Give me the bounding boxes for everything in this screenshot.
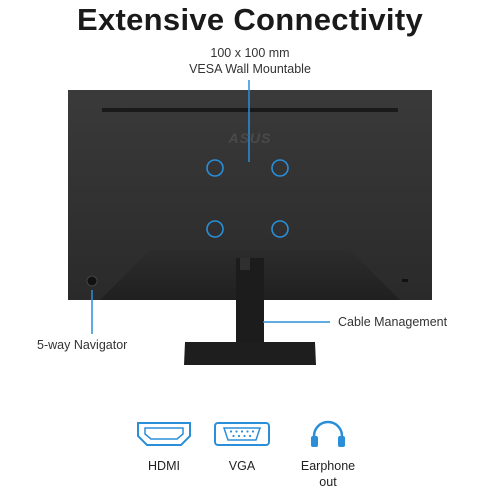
port-label-earphone: Earphone out xyxy=(300,459,356,489)
stand-neck xyxy=(236,258,264,343)
vesa-size-text: 100 x 100 mm xyxy=(210,46,290,60)
navigator-joystick xyxy=(86,275,98,287)
navigator-label: 5-way Navigator xyxy=(37,338,128,352)
hdmi-icon xyxy=(137,422,191,446)
port-label-hdmi: HDMI xyxy=(148,459,180,473)
vga-icon xyxy=(214,422,270,446)
vesa-holes xyxy=(206,159,289,238)
port-earphone: Earphone out xyxy=(288,420,368,490)
port-vga: VGA xyxy=(202,420,282,474)
port-label-vga: VGA xyxy=(228,459,256,473)
vent-strip xyxy=(102,108,398,112)
cable-management-label: Cable Management xyxy=(338,315,448,329)
vesa-callout-label: 100 x 100 mm VESA Wall Mountable xyxy=(150,45,350,77)
vesa-mount-text: VESA Wall Mountable xyxy=(189,62,311,76)
vesa-hole-top-right xyxy=(271,159,289,177)
page-title: Extensive Connectivity xyxy=(77,2,423,37)
vesa-hole-bottom-left xyxy=(206,220,224,238)
port-hdmi: HDMI xyxy=(124,420,204,474)
vesa-hole-bottom-right xyxy=(271,220,289,238)
vesa-hole-top-left xyxy=(206,159,224,177)
brand-logo: ASUS xyxy=(228,130,272,146)
headphones-icon xyxy=(311,420,345,447)
stand-base xyxy=(184,342,316,365)
kensington-slot xyxy=(402,279,408,282)
monitor-panel xyxy=(68,90,432,300)
stand-clip xyxy=(240,258,250,270)
